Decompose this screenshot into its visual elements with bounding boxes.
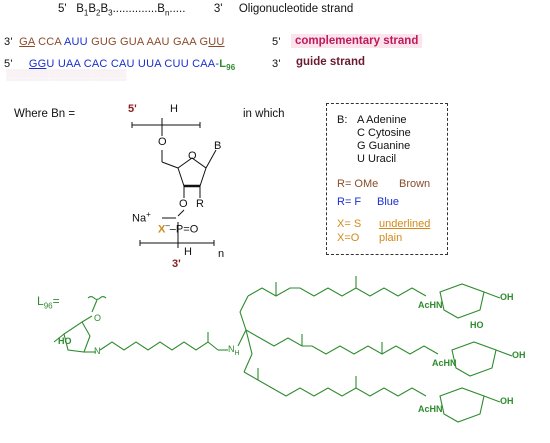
l96-label: L96= (37, 294, 60, 311)
header-b1: B1B2B3 (76, 3, 113, 18)
nuc-3prime: 3' (172, 258, 181, 270)
guide-tail: L96 (219, 58, 236, 73)
sequence-segment: GA (19, 36, 35, 48)
nuc-n: n (218, 248, 225, 260)
legend-r-ome: R= OMe (337, 178, 379, 190)
complementary-strand-row: 3' GA CCA AUU GUG GUA AAU GAA GUU (4, 36, 225, 48)
sequence-segment: GUA (119, 36, 144, 48)
nuc-5prime: 5' (128, 103, 137, 115)
legend-r-f: R= F (337, 196, 362, 208)
l96-oh-1: OH (500, 292, 514, 302)
guide-label: guide strand (296, 56, 366, 68)
ghost-band: ▒▒▒▒▒▒▒▒▒▒▒▒▒▒▒▒▒ (6, 70, 127, 81)
sequence-segment: AUU (63, 36, 88, 48)
legend-x-s: X= S (337, 218, 362, 230)
sequence-segment: CAU (110, 58, 135, 70)
legend-underlined: underlined (379, 218, 431, 230)
l96-o: O (94, 313, 102, 323)
sequence-segment: UUA (137, 58, 162, 70)
complementary-sequence: GA CCA AUU GUG GUA AAU GAA GUU (19, 36, 224, 48)
header-5prime: 5' (58, 3, 67, 15)
sequence-segment: CUU (164, 58, 189, 70)
sequence-segment: GAA (172, 36, 197, 48)
sequence-segment: CAC (83, 58, 108, 70)
complementary-5prime: 5' (272, 36, 281, 48)
nuc-o-top: O (158, 136, 167, 148)
complementary-3prime: 3' (4, 36, 13, 48)
in-which-label: in which (243, 108, 285, 120)
header-label: Oligonucleotide strand (238, 3, 354, 15)
header-dots: .............. (112, 3, 158, 15)
guide-strand-row: 5' GGU UAA CAC CAU UUA CUU CAA-L96 (4, 58, 235, 72)
header-dots2: ..... (169, 3, 186, 15)
sequence-segment: G (199, 36, 209, 48)
sequence-segment: UU (208, 36, 225, 48)
sequence-segment: AAU (146, 36, 170, 48)
l96-oh-3: OH (500, 396, 514, 406)
legend-box: B: A Adenine C Cytosine G Guanine U Urac… (326, 103, 448, 255)
nuc-h-top: H (170, 103, 178, 115)
sequence-segment: GUG (91, 36, 117, 48)
sequence-segment: U (46, 58, 55, 70)
sequence-segment: CCA (38, 36, 62, 48)
nuc-o3: O (179, 198, 188, 210)
where-bn-label: Where Bn = (14, 108, 76, 120)
legend-x-o: X=O (337, 232, 360, 244)
legend-blue: Blue (377, 196, 400, 208)
legend-plain: plain (379, 232, 403, 244)
l96-n: N (94, 346, 101, 356)
legend-base-a: A Adenine (357, 114, 407, 126)
legend-base-u: U Uracil (357, 153, 397, 165)
nuc-na: Na+ (132, 210, 151, 225)
l96-achn-3: AcHN (418, 404, 443, 414)
header-3prime: 3' (213, 3, 223, 15)
l96-achn-1: AcHN (418, 300, 443, 310)
legend-base-c: C Cytosine (357, 127, 411, 139)
oligo-header: 5' B1B2B3..............Bn..... 3' Oligon… (58, 3, 353, 17)
legend-b-label: B: (337, 114, 348, 126)
guide-3prime: 3' (272, 58, 281, 70)
l96-achn-2: AcHN (432, 358, 457, 368)
guide-sequence: GGU UAA CAC CAU UUA CUU CAA- (29, 58, 219, 70)
header-bn: Bn (157, 3, 170, 18)
nuc-x: X––P=O (158, 221, 199, 236)
sequence-segment: CAA- (192, 58, 220, 70)
nuc-h-bot: H (184, 246, 192, 258)
guide-5prime: 5' (4, 58, 13, 70)
complementary-label: complementary strand (291, 34, 423, 48)
nuc-r: R (196, 198, 204, 210)
l96-ho: HO (58, 336, 72, 346)
sequence-segment: GG (28, 58, 47, 70)
nuc-o-ring: O (188, 150, 197, 162)
legend-base-g: G Guanine (357, 140, 411, 152)
sequence-segment: UAA (57, 58, 81, 70)
l96-oh-2: OH (512, 350, 526, 360)
legend-brown: Brown (399, 178, 431, 190)
l96-central-n: NH (228, 344, 240, 357)
l96-ho-sugar: HO (470, 320, 484, 330)
nuc-base-b: B (214, 140, 222, 152)
